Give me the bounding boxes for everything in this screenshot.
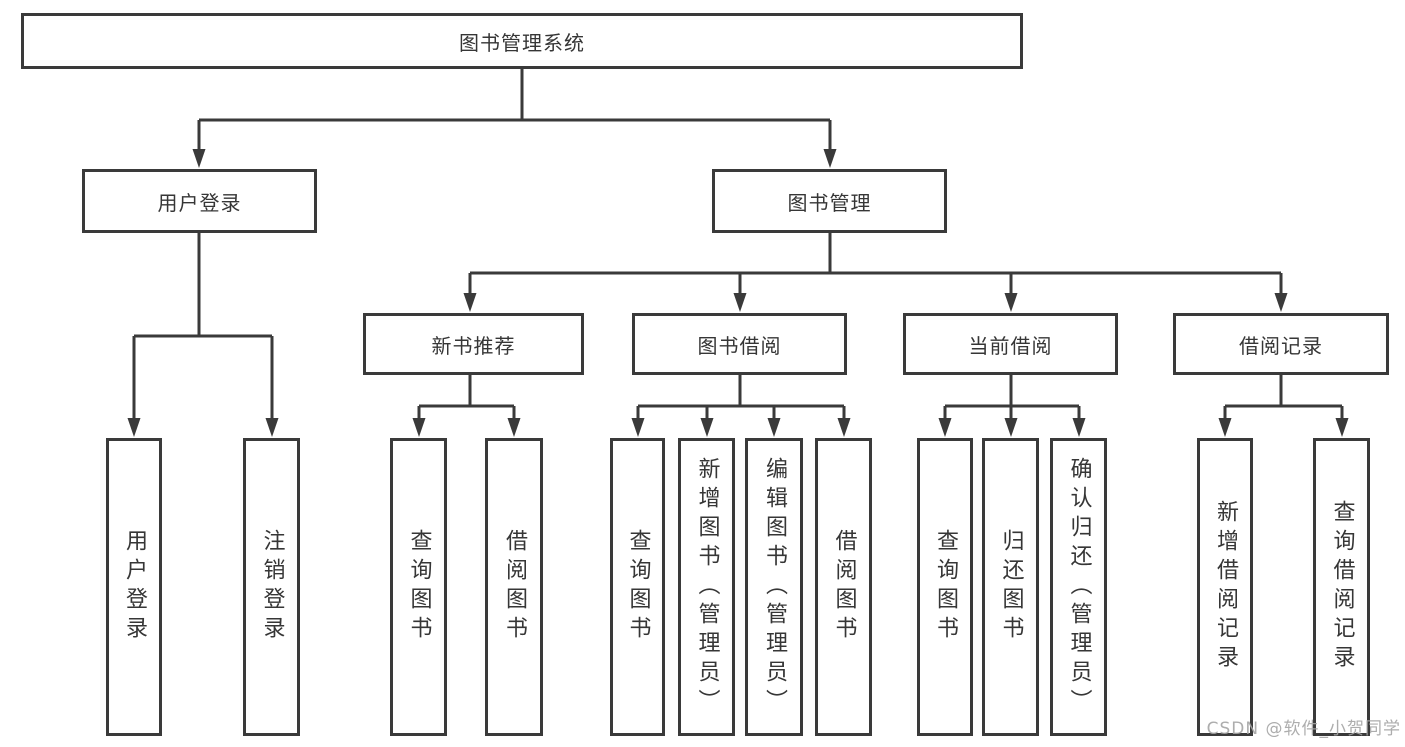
leaf-borrow-books-recommend-label: 借阅图书 bbox=[502, 529, 527, 645]
leaf-query-borrow-record: 查询借阅记录 bbox=[1313, 438, 1370, 736]
node-current-borrowing: 当前借阅 bbox=[903, 313, 1118, 375]
node-library-system-label: 图书管理系统 bbox=[459, 30, 585, 55]
leaf-add-borrow-record: 新增借阅记录 bbox=[1197, 438, 1253, 736]
leaf-logout: 注销登录 bbox=[243, 438, 300, 736]
node-user-login: 用户登录 bbox=[82, 169, 317, 233]
arrowheads bbox=[127, 149, 1349, 437]
leaf-borrow-books-label: 借阅图书 bbox=[831, 529, 857, 645]
node-book-management: 图书管理 bbox=[712, 169, 947, 233]
leaf-borrow-books-recommend: 借阅图书 bbox=[485, 438, 543, 736]
leaf-query-books-current-label: 查询图书 bbox=[933, 529, 958, 645]
leaf-return-books-label: 归还图书 bbox=[998, 529, 1024, 645]
leaf-edit-books-admin-label: 编辑图书（管理员） bbox=[762, 456, 787, 718]
leaf-query-books-recommend: 查询图书 bbox=[390, 438, 447, 736]
leaf-query-books-current: 查询图书 bbox=[917, 438, 973, 736]
node-current-borrowing-label: 当前借阅 bbox=[968, 333, 1053, 358]
leaf-add-borrow-record-label: 新增借阅记录 bbox=[1213, 500, 1238, 674]
leaf-query-books-recommend-label: 查询图书 bbox=[406, 529, 432, 645]
node-borrowing-records-label: 借阅记录 bbox=[1239, 333, 1323, 358]
node-book-management-label: 图书管理 bbox=[787, 190, 872, 215]
node-library-system: 图书管理系统 bbox=[21, 13, 1023, 69]
node-book-borrowing: 图书借阅 bbox=[632, 313, 847, 375]
leaf-confirm-return-admin: 确认归还（管理员） bbox=[1050, 438, 1107, 736]
node-user-login-label: 用户登录 bbox=[157, 190, 242, 215]
leaf-query-borrow-record-label: 查询借阅记录 bbox=[1329, 500, 1355, 674]
leaf-return-books: 归还图书 bbox=[982, 438, 1039, 736]
node-borrowing-records: 借阅记录 bbox=[1173, 313, 1389, 375]
leaf-borrow-books: 借阅图书 bbox=[815, 438, 872, 736]
leaf-user-login: 用户登录 bbox=[106, 438, 162, 736]
leaf-edit-books-admin: 编辑图书（管理员） bbox=[745, 438, 803, 736]
watermark-text: CSDN @软件_小贺同学 bbox=[1206, 719, 1401, 739]
leaf-query-books-borrow-label: 查询图书 bbox=[625, 529, 651, 645]
leaf-confirm-return-admin-label: 确认归还（管理员） bbox=[1066, 456, 1092, 718]
leaf-query-books-borrow: 查询图书 bbox=[610, 438, 665, 736]
node-book-borrowing-label: 图书借阅 bbox=[697, 333, 782, 358]
leaf-add-books-admin-label: 新增图书（管理员） bbox=[694, 456, 720, 718]
leaf-add-books-admin: 新增图书（管理员） bbox=[678, 438, 735, 736]
node-new-book-recommendation-label: 新书推荐 bbox=[431, 333, 516, 358]
node-new-book-recommendation: 新书推荐 bbox=[363, 313, 584, 375]
leaf-logout-label: 注销登录 bbox=[259, 529, 285, 645]
leaf-user-login-label: 用户登录 bbox=[122, 529, 147, 645]
